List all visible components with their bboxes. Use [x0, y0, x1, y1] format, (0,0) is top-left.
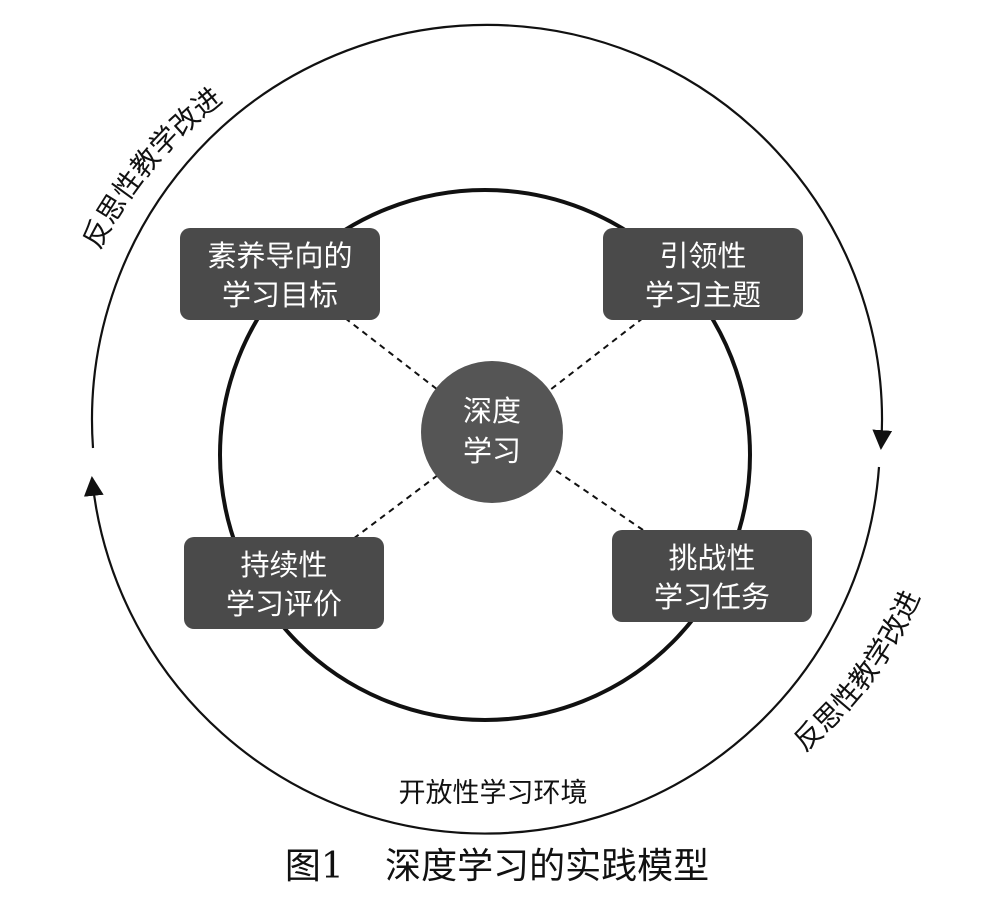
connector-task [554, 469, 644, 531]
node-learning-evaluation: 持续性 学习评价 [184, 537, 384, 629]
figure-number: 图1 [285, 846, 344, 887]
node-box [612, 530, 812, 622]
node-box [603, 228, 803, 320]
node-learning-task: 挑战性 学习任务 [612, 530, 812, 622]
connector-goal [344, 317, 439, 391]
connector-theme [549, 317, 644, 391]
center-line-2: 学习 [463, 434, 521, 468]
node-line-1: 挑战性 [668, 541, 755, 575]
environment-label: 开放性学习环境 [399, 778, 588, 809]
node-box [180, 228, 380, 320]
node-learning-theme: 引领性 学习主题 [603, 228, 803, 320]
node-line-1: 引领性 [659, 239, 746, 273]
environment-circle [218, 188, 752, 722]
connectors [344, 317, 644, 546]
center-circle [421, 361, 563, 503]
node-line-2: 学习评价 [226, 587, 342, 621]
node-line-1: 持续性 [240, 548, 327, 582]
node-learning-goal: 素养导向的 学习目标 [180, 228, 380, 320]
node-line-2: 学习主题 [645, 278, 761, 312]
figure-title: 深度学习的实践模型 [385, 846, 709, 887]
outer-cycle-arc-main [90, 23, 893, 450]
center-line-1: 深度 [463, 394, 521, 428]
center-node: 深度 学习 [421, 361, 563, 503]
outer-cycle-arc-lower [83, 466, 881, 835]
node-line-2: 学习目标 [222, 278, 338, 312]
figure-caption: 图1 深度学习的实践模型 [285, 846, 709, 887]
node-box [184, 537, 384, 629]
node-line-1: 素养导向的 [207, 239, 352, 273]
outer-cycle-label-left: 反思性教学改进 [76, 81, 228, 254]
node-line-2: 学习任务 [654, 580, 770, 614]
connector-evaluation [344, 474, 439, 546]
